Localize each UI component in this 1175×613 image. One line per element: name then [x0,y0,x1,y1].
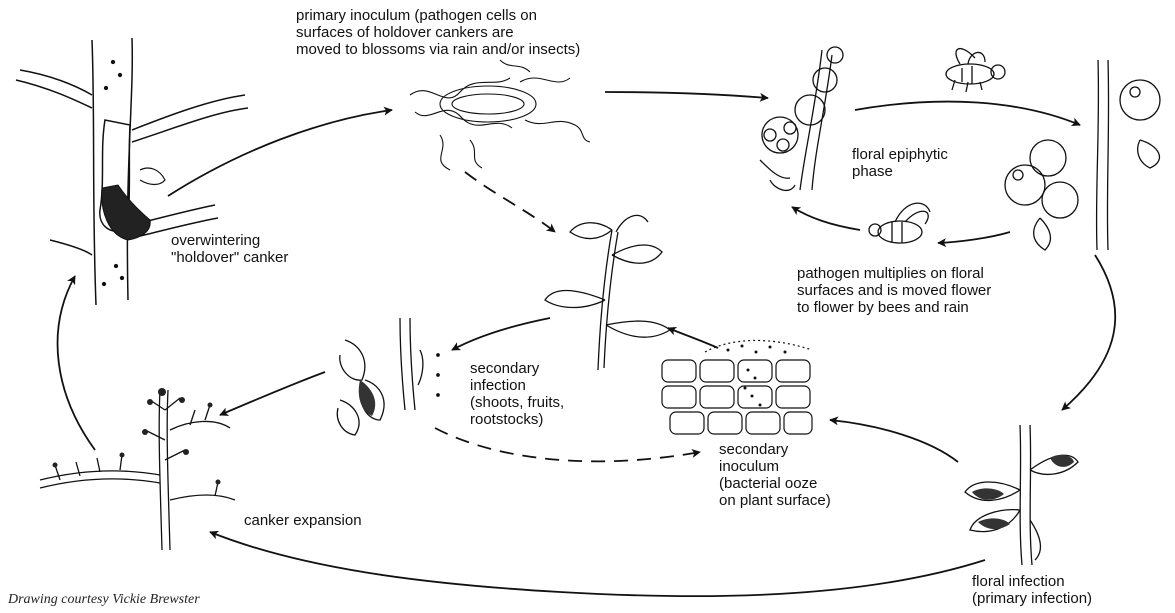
label-overwintering-line-1: overwintering [171,232,261,249]
arrow-floral-to-ooze [829,416,959,463]
arrow-bee-to-epiphytic [791,206,861,231]
label-secondary-infection-line-2: infection [470,377,526,394]
arrow-wilted-to-canker [219,371,326,416]
drawing-credit: Drawing courtesy Vickie Brewster [8,592,200,607]
label-pathogen-multiplies-line-1: pathogen multiplies on floral [797,265,984,282]
wilted-dark-leaf [358,380,376,416]
label-primary-inoculum-line-2: surfaces of holdover cankers are [296,24,514,41]
label-canker-expansion-line-1: canker expansion [244,512,362,529]
label-secondary-inoculum-line-2: inoculum [719,458,780,475]
bacterial-ooze-cells-illustration [661,339,813,435]
arrow-canker-to-inoculum [167,106,393,197]
label-floral-epiphytic: floral epiphytic phase [852,146,948,180]
label-secondary-infection-line-1: secondary [470,360,540,377]
arrow-wilted-to-ooze-dashed [434,427,701,463]
canker-dark-patch [101,184,151,241]
leafy-shoot-illustration [544,214,672,371]
label-secondary-inoculum-line-4: on plant surface) [719,492,831,509]
infected-flower-branch-illustration [964,424,1079,566]
label-secondary-inoculum-line-3: (bacterial ooze [719,475,818,492]
bee-on-blossom-illustration [868,202,931,244]
arrow-ooze-to-shoot [667,326,719,349]
arrow-down-to-floral-infection [1061,254,1117,411]
label-primary-inoculum-line-1: primary inoculum (pathogen cells on [296,7,537,24]
arrow-blossoms-to-branch [854,100,1081,127]
blossoming-branch-illustration [1004,59,1161,251]
arrow-shoot-to-wilted [451,317,551,351]
label-floral-epiphytic-line-1: floral epiphytic [852,146,948,163]
label-secondary-infection-line-4: rootstocks) [470,411,544,428]
label-secondary-inoculum-line-1: secondary [719,441,789,458]
bee-illustration [945,48,1006,93]
label-primary-inoculum-line-3: moved to blossoms via rain and/or insect… [296,41,581,58]
label-secondary-infection-line-3: (shoots, fruits, [470,394,565,411]
flower-cluster-branch-illustration [759,46,844,192]
label-canker-expansion: canker expansion [244,512,362,529]
label-floral-infection-line-1: floral infection [972,573,1065,590]
label-pathogen-multiplies-line-2: surfaces and is moved flower [797,282,992,299]
label-floral-infection-line-2: (primary infection) [972,590,1093,607]
canker-dark-blotches [52,388,221,485]
arrow-canker-to-trunk [56,275,96,451]
wilted-shoot-illustration [336,317,440,436]
label-floral-infection: floral infection (primary infection) [972,573,1092,607]
label-pathogen-multiplies-line-3: to flower by bees and rain [797,299,969,316]
arrow-floral-to-cankerbranch [209,530,986,598]
arrow-branch-to-bee [937,231,1011,248]
bacterial-ooze-strands-illustration [409,59,591,171]
arrow-inoculum-to-shoot-dashed [464,171,556,233]
label-floral-epiphytic-line-2: phase [852,163,893,180]
bacterial-ooze-dots [726,344,787,407]
label-pathogen-multiplies: pathogen multiplies on floral surfaces a… [797,265,991,316]
label-primary-inoculum: primary inoculum (pathogen cells on surf… [296,7,580,58]
infected-dark-flowers [972,454,1074,530]
label-secondary-inoculum: secondary inoculum (bacterial ooze on pl… [719,441,831,509]
arrow-inoculum-to-blossoms [604,91,769,102]
label-overwintering-line-2: "holdover" canker [171,249,289,266]
label-overwintering: overwintering "holdover" canker [171,232,288,266]
cankered-branch-illustration [39,389,236,551]
tree-trunk-canker-illustration [15,37,249,306]
label-secondary-infection: secondary infection (shoots, fruits, roo… [470,360,564,428]
